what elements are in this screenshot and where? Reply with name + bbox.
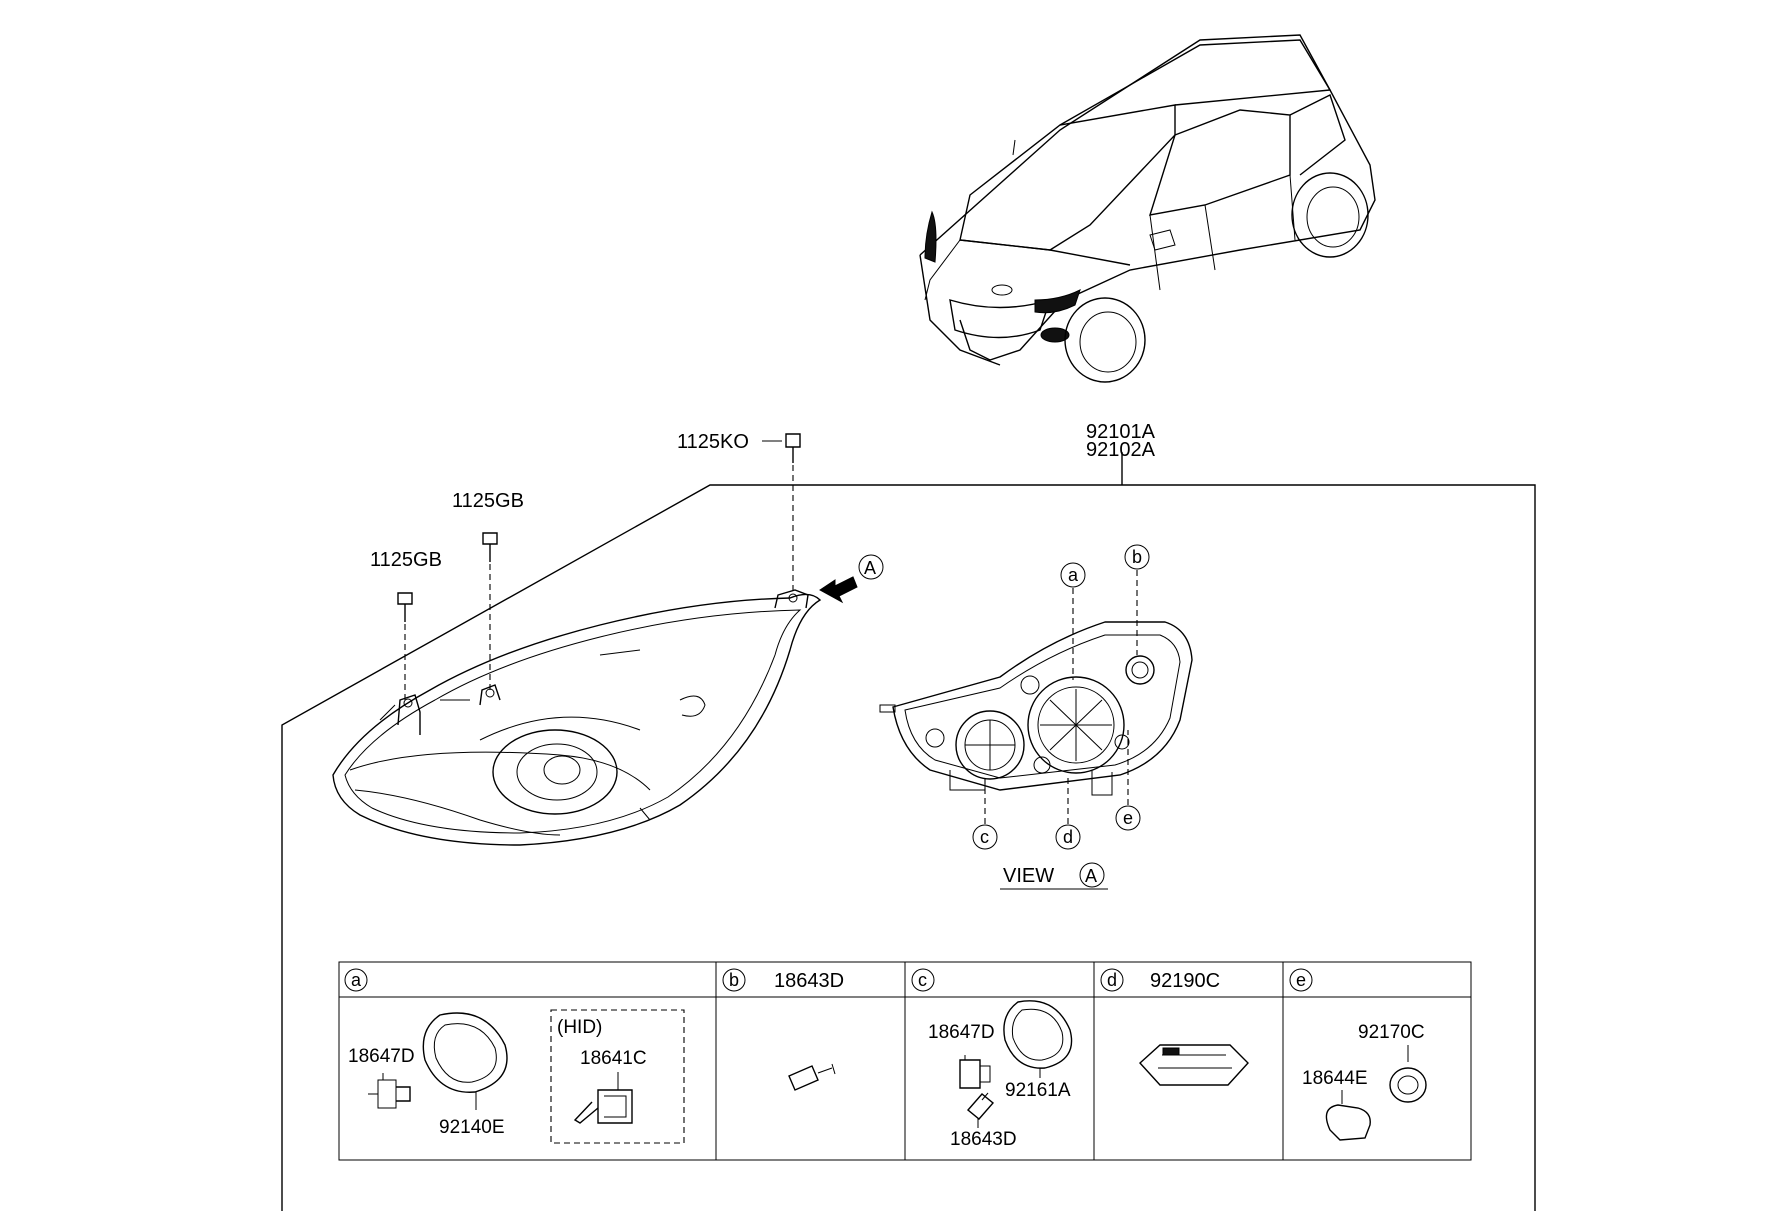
hid-bulb-icon [573, 1072, 633, 1124]
assembly-part-number-2: 92102A [1086, 439, 1156, 461]
callout-b: b [1132, 547, 1142, 567]
screw-label-1125gb-mid: 1125GB [452, 490, 524, 512]
wedge-bulb-socket-icon [788, 1063, 836, 1091]
headlamp-assembly [332, 589, 822, 846]
vehicle-illustration [919, 34, 1376, 383]
dust-cover-icon [422, 1012, 508, 1110]
table-header-d-part: 92190C [1150, 970, 1220, 992]
table-header-b: b [729, 970, 739, 990]
bolt-label-1125ko: 1125KO [677, 431, 749, 453]
cell-e-socket-label: 92170C [1358, 1022, 1425, 1043]
dust-cover-icon [1003, 1000, 1073, 1078]
view-marker: A [1085, 866, 1097, 886]
callout-c: c [980, 827, 989, 847]
signal-bulb-icon [1325, 1090, 1371, 1141]
table-header-e: e [1296, 970, 1306, 990]
assembly-frame [281, 452, 1536, 1211]
cell-c-bulb-label: 18647D [928, 1022, 995, 1043]
table-header-b-part: 18643D [774, 970, 844, 992]
h7-bulb-icon [959, 1055, 991, 1089]
table-header-c: c [918, 970, 927, 990]
callout-e: e [1123, 808, 1133, 828]
screw-label-1125gb-left: 1125GB [370, 549, 442, 571]
cell-a-bulb-label: 18647D [348, 1046, 415, 1067]
headlamp-rear-view [879, 621, 1193, 796]
screw-icon [397, 592, 413, 700]
screw-icon [482, 532, 498, 690]
parts-table [338, 961, 1472, 1161]
view-title: VIEW [1003, 865, 1054, 887]
callout-d: d [1063, 827, 1073, 847]
cell-c-socket-label: 18643D [950, 1129, 1017, 1150]
cell-e-bulb-label: 18644E [1302, 1068, 1368, 1089]
cell-a-cover-label: 92140E [439, 1117, 505, 1138]
callout-a: a [1068, 565, 1079, 585]
assembly-part-number-1: 92101A [1086, 421, 1156, 443]
cell-a-hid-label: (HID) [557, 1017, 602, 1038]
ballast-module-icon [1139, 1044, 1249, 1086]
socket-icon [1389, 1045, 1427, 1103]
h7-bulb-icon [368, 1073, 411, 1109]
arrow-marker-a: A [864, 558, 876, 578]
table-header-a: a [351, 970, 362, 990]
view-direction-arrow [819, 554, 884, 604]
cell-a-hid-bulb-label: 18641C [580, 1048, 647, 1069]
bolt-icon [762, 433, 801, 590]
cell-c-cover-label: 92161A [1005, 1080, 1071, 1101]
socket-icon [966, 1092, 995, 1128]
table-header-d: d [1107, 970, 1117, 990]
